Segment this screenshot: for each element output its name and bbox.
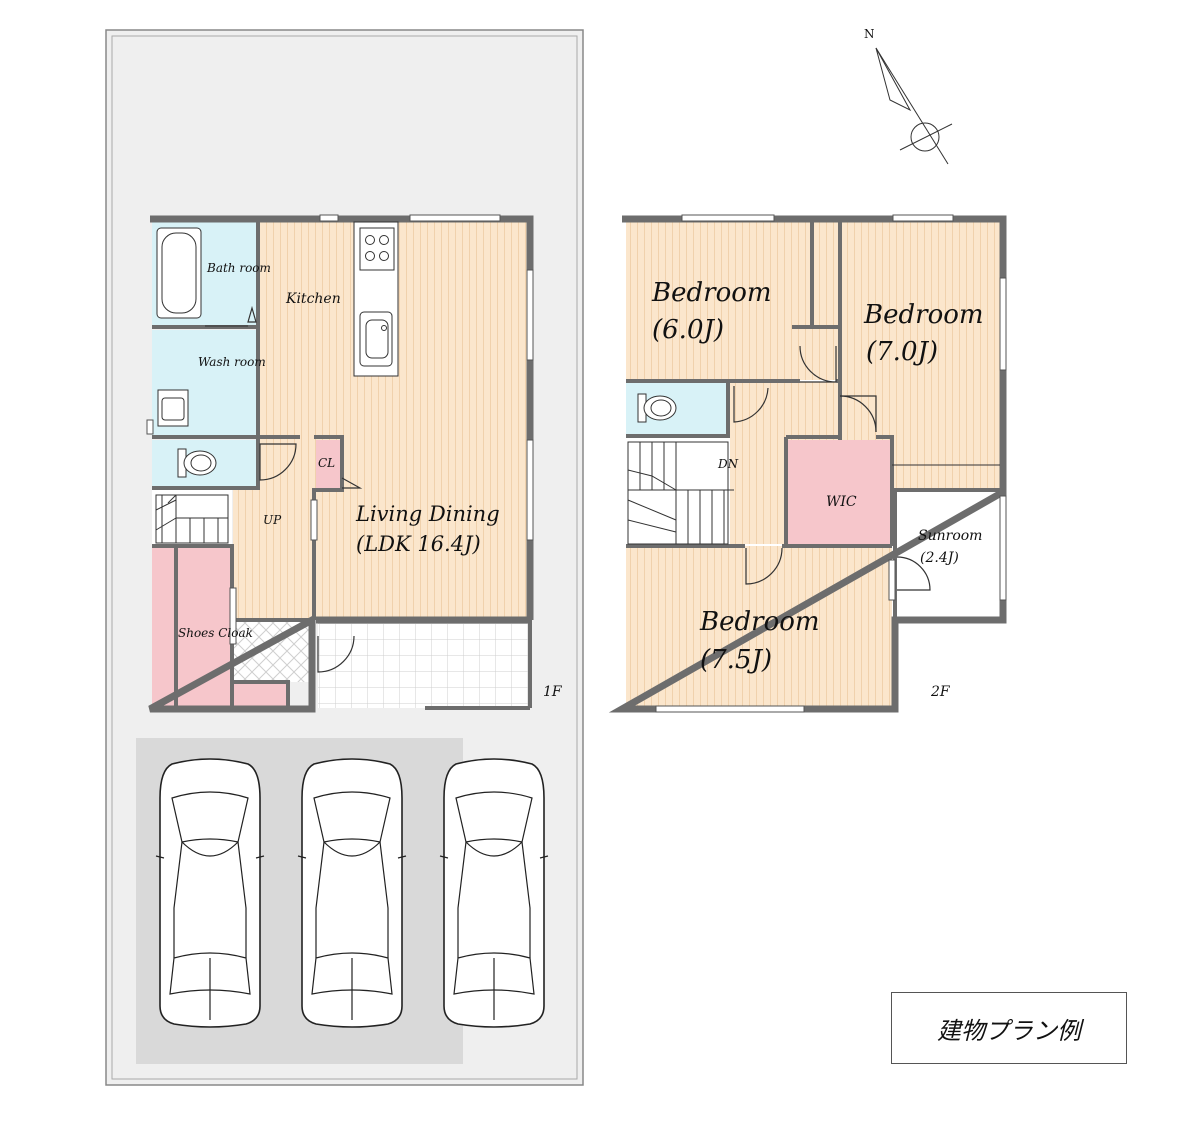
wash-room-label: Wash room (198, 355, 266, 369)
stairs-2f-floor (626, 440, 730, 544)
shoes-cloak-label: Shoes Cloak (178, 626, 253, 640)
compass-north-label: N (864, 27, 875, 41)
legend-box: 建物プラン例 (891, 992, 1127, 1064)
kitchen-label: Kitchen (285, 291, 341, 307)
floor-1-label: 1F (543, 684, 563, 700)
toilet-1f (177, 448, 217, 478)
floor-2-plan: Bedroom (6.0J) Bedroom (7.0J) DN WIC Sun… (608, 214, 1007, 713)
sunroom-label: Sunroom (918, 528, 982, 544)
shoes-cloak-floor (152, 548, 230, 706)
car-1 (155, 758, 265, 1028)
closet-floor (316, 440, 340, 490)
storage-floor (234, 682, 286, 706)
bedroom-3-label: Bedroom (699, 607, 820, 637)
legend-text: 建物プラン例 (937, 1016, 1081, 1045)
bath-room-label: Bath room (206, 261, 271, 275)
bedroom-2-label: Bedroom (863, 300, 984, 330)
parking-cars (155, 758, 549, 1028)
bedroom-3-size: (7.5J) (700, 645, 772, 675)
stairs-1f (155, 494, 229, 544)
bedroom-1-label: Bedroom (651, 278, 772, 308)
bedroom-1-size: (6.0J) (652, 315, 724, 345)
bedroom-2-size: (7.0J) (866, 337, 938, 367)
sunroom-size: (2.4J) (920, 550, 959, 566)
wic-label: WIC (826, 494, 857, 510)
porch-floor (318, 622, 528, 708)
closet-label: CL (318, 456, 335, 470)
car-3 (439, 758, 549, 1028)
toilet-2f (637, 393, 677, 423)
sunroom-floor (897, 492, 1003, 616)
compass-icon: N (864, 27, 953, 165)
car-2 (297, 758, 407, 1028)
bathtub (156, 227, 202, 319)
kitchen-counter (353, 221, 399, 377)
living-dining-label: Living Dining (355, 502, 500, 526)
stairs-up-label: UP (263, 513, 282, 527)
bedroom-1-floor (626, 222, 838, 380)
stairs-down-label: DN (717, 457, 739, 471)
wic-floor (788, 440, 890, 544)
stairs-2f (627, 441, 734, 545)
floor-2-label: 2F (930, 684, 951, 700)
floor-1-plan: Bath room Kitchen Wash room CL UP Living… (146, 214, 563, 713)
ldk-size-label: (LDK 16.4J) (356, 532, 481, 556)
